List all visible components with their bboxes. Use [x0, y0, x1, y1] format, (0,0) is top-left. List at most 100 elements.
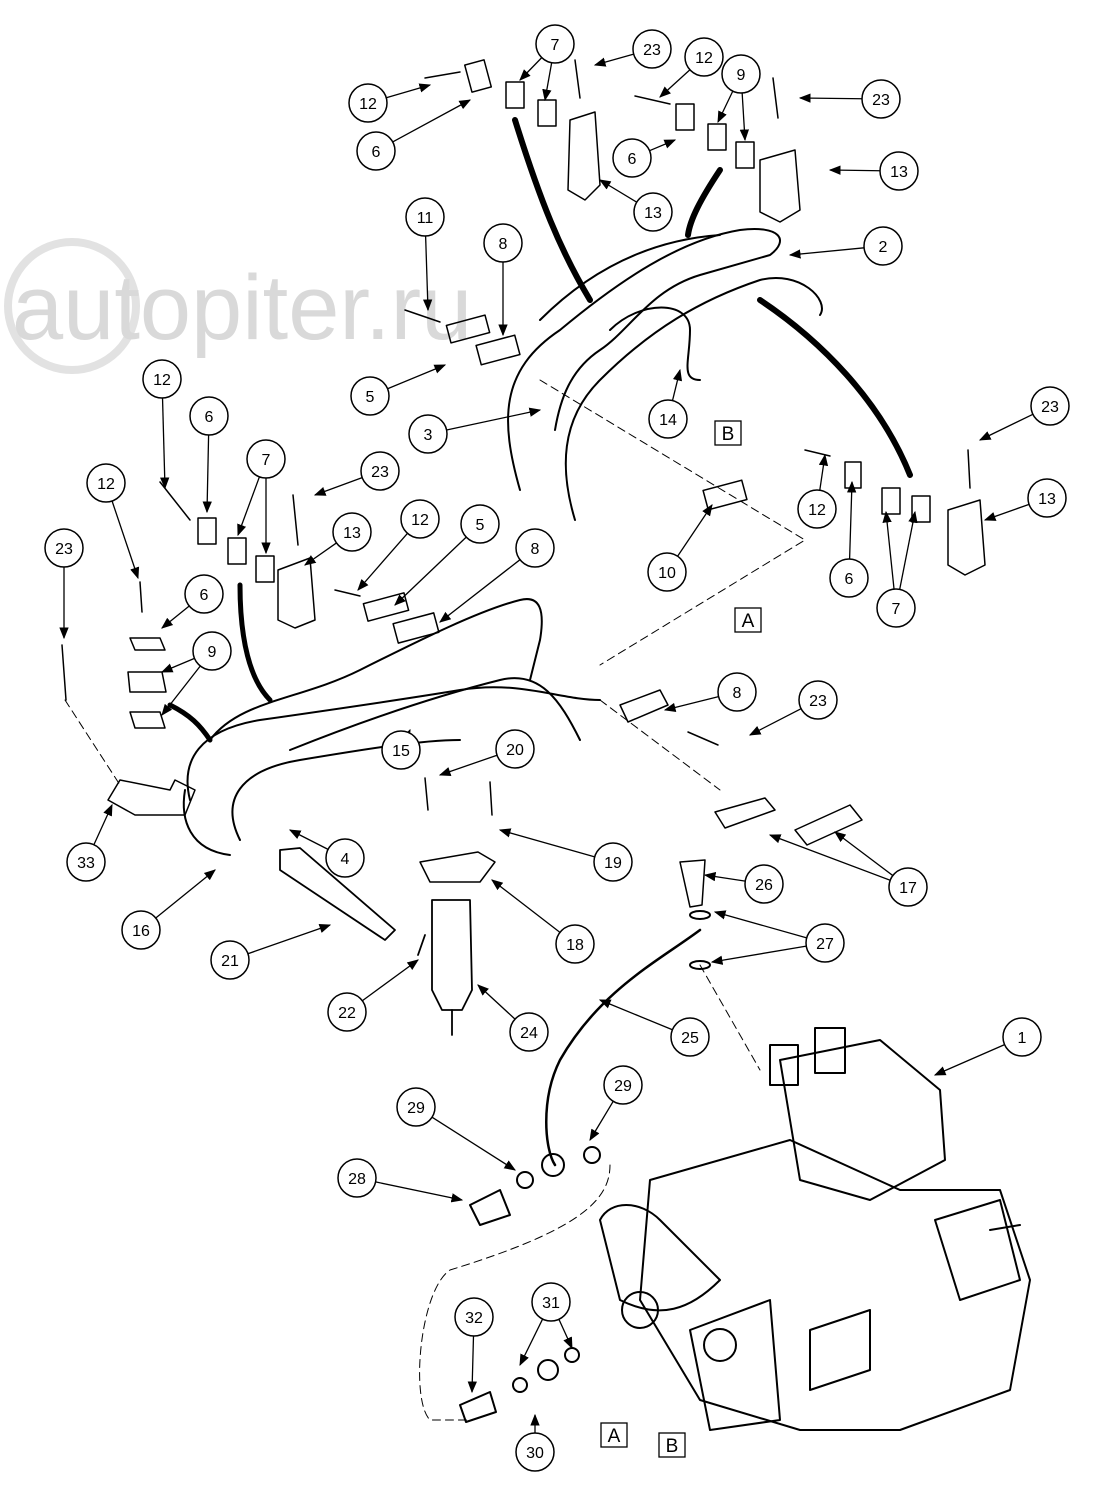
callout-circle: [408, 414, 448, 454]
leader-arrow: [467, 1335, 477, 1394]
callout-circle: [798, 680, 838, 720]
callout-25: 25: [598, 999, 710, 1057]
callout-number: 31: [542, 1295, 560, 1312]
callout-number: 6: [205, 409, 214, 426]
callout-circle: [246, 439, 286, 479]
leader-arrow: [161, 605, 190, 629]
callout-3: 3: [408, 407, 542, 454]
callout-number: 13: [1038, 491, 1056, 508]
callout-circle: [192, 631, 232, 671]
callout-circle: [555, 924, 595, 964]
callout-19: 19: [498, 828, 633, 882]
leader-arrow: [438, 754, 498, 776]
callout-23: 23: [593, 29, 672, 69]
callout-23: 23: [313, 451, 400, 496]
callout-circle: [210, 940, 250, 980]
leader-arrow: [663, 695, 719, 712]
section-box: [658, 1432, 686, 1458]
callout-17: 17: [768, 831, 928, 907]
leader-arrow: [598, 999, 673, 1031]
callout-circle: [66, 842, 106, 882]
callout-number: 23: [809, 693, 827, 710]
section-marker-A: A: [600, 1422, 628, 1448]
section-marker-B: B: [714, 420, 742, 446]
callout-12: 12: [86, 463, 140, 580]
callout-12: 12: [659, 37, 724, 98]
callout-number: 15: [392, 743, 410, 760]
callout-circle: [405, 197, 445, 237]
leader-arrow: [160, 397, 170, 490]
callout-number: 7: [262, 452, 271, 469]
callout-circle: [531, 1282, 571, 1322]
callout-circle: [356, 131, 396, 171]
callout-circle: [454, 1297, 494, 1337]
callout-circle: [396, 1087, 436, 1127]
leader-arrow: [394, 536, 467, 606]
callout-circle: [327, 992, 367, 1032]
leader-arrow: [739, 92, 750, 142]
callout-18: 18: [491, 879, 595, 964]
leader-arrow: [498, 828, 595, 858]
callout-circle: [483, 223, 523, 263]
section-marker-B: B: [658, 1432, 686, 1458]
leader-arrow: [431, 1116, 516, 1171]
callout-16: 16: [121, 869, 216, 950]
callout-number: 28: [348, 1171, 366, 1188]
callout-circle: [1030, 386, 1070, 426]
leader-arrow: [978, 413, 1034, 441]
callout-circle: [888, 867, 928, 907]
leader-arrow: [818, 453, 829, 491]
leader-arrow: [304, 542, 337, 566]
callout-circle: [670, 1017, 710, 1057]
leader-arrow: [111, 500, 140, 580]
leader-arrow: [288, 829, 329, 850]
callout-23: 23: [978, 386, 1070, 441]
leader-arrow: [649, 139, 677, 152]
section-box: [714, 420, 742, 446]
callout-number: 22: [338, 1005, 356, 1022]
callout-26: 26: [703, 864, 784, 904]
callout-number: 33: [77, 855, 95, 872]
leader-arrow: [671, 368, 683, 401]
callout-circle: [360, 451, 400, 491]
callout-32: 32: [454, 1297, 494, 1394]
callout-number: 12: [359, 96, 377, 113]
callout-6: 6: [189, 396, 229, 514]
callout-13: 13: [828, 151, 919, 191]
callout-7: 7: [519, 24, 575, 102]
callout-24: 24: [477, 984, 549, 1052]
callout-circle: [495, 729, 535, 769]
leader-arrow: [593, 53, 634, 67]
section-box: [734, 607, 762, 633]
callout-circle: [876, 588, 916, 628]
leader-arrow: [519, 57, 543, 81]
callout-20: 20: [438, 729, 535, 776]
callout-number: 23: [371, 464, 389, 481]
callout-number: 30: [526, 1445, 544, 1462]
leader-arrow: [703, 871, 746, 882]
section-label: B: [666, 1436, 679, 1457]
callout-circle: [829, 558, 869, 598]
callout-number: 8: [733, 685, 742, 702]
callout-number: 12: [808, 502, 826, 519]
callout-circle: [633, 192, 673, 232]
callout-number: 13: [644, 205, 662, 222]
callout-circle: [593, 842, 633, 882]
callout-22: 22: [327, 959, 419, 1032]
bolt: [61, 59, 971, 816]
leader-arrow: [828, 165, 881, 175]
callout-number: 13: [890, 164, 908, 181]
callout-circle: [44, 528, 84, 568]
injector: [279, 847, 473, 1036]
callout-8: 8: [663, 672, 757, 712]
callout-number: 29: [614, 1078, 632, 1095]
callout-28: 28: [337, 1158, 464, 1203]
leader-arrow: [589, 1100, 614, 1142]
callout-circle: [744, 864, 784, 904]
callout-circle: [189, 396, 229, 436]
callout-circle: [1002, 1017, 1042, 1057]
leader-arrow: [387, 364, 447, 390]
leader-arrow: [237, 476, 261, 537]
callout-circle: [337, 1158, 377, 1198]
callout-12: 12: [142, 359, 182, 490]
